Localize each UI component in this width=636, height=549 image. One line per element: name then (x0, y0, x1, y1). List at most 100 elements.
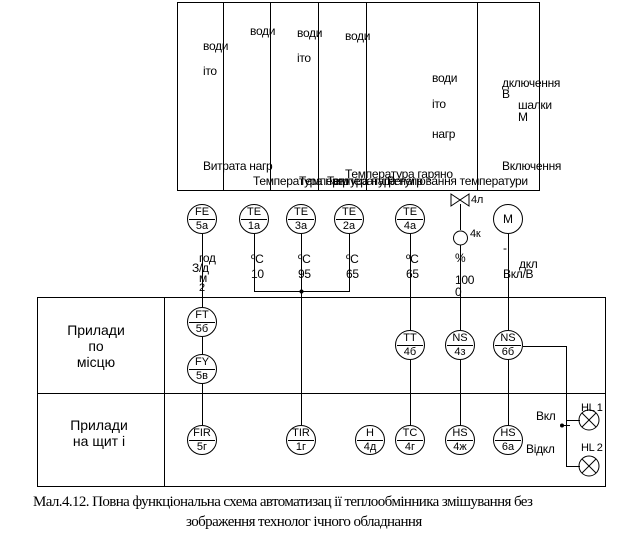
fe-5a-bubble: FE 5а (187, 204, 217, 234)
header-col1-text2: іто (203, 64, 217, 78)
hs-6a-pos: 6а (501, 441, 515, 453)
fir-5g-code: FIR (193, 427, 211, 439)
flow-unit-3: 2 (199, 282, 205, 294)
tc-4g-code: TC (402, 427, 418, 439)
tt-4b-pos: 4б (403, 346, 417, 358)
header-col6-text3: шалки (518, 98, 552, 112)
te-4a-code: TE (402, 206, 418, 218)
header-frame (177, 2, 540, 191)
header-col3-text2: іто (297, 51, 311, 65)
header-col6-text2: В (502, 87, 510, 101)
ns-4z-bubble: NS 4з (445, 330, 475, 360)
fe-5a-code: FE (194, 206, 210, 218)
header-col3-text1: води (297, 26, 323, 40)
tir-1g-pos: 1г (295, 441, 307, 453)
header-col5-text2: іто (432, 97, 446, 111)
h-4d-bubble: H 4д (355, 425, 385, 455)
flow-unit-2: м (199, 271, 207, 285)
valve-label: 4л (471, 194, 483, 206)
header-col1-text1: води (203, 39, 229, 53)
tt-4b-bubble: TT 4б (395, 330, 425, 360)
te-1a-bubble: TE 1а (239, 204, 269, 234)
header-col6-text4: М (518, 110, 528, 124)
t3-unit: ºC (298, 252, 311, 266)
fy-5v-pos: 5в (196, 370, 208, 382)
t2-value: 65 (346, 267, 359, 281)
h-4d-code: H (366, 427, 374, 439)
reg-min: 0 (455, 285, 462, 299)
ns-4z-pos: 4з (454, 346, 466, 358)
figure-caption-line1: Мал.4.12. Повна функціональна схема авто… (33, 494, 533, 510)
motor-dash: - (503, 241, 507, 255)
t3-value: 95 (298, 267, 311, 281)
fir-5g-pos: 5г (196, 441, 208, 453)
t1-unit: ºC (251, 252, 264, 266)
ns-6b-pos: 6б (501, 346, 515, 358)
lamp-hl2-icon (579, 456, 599, 476)
header-overlap-text: Температура гаряно (345, 167, 453, 181)
hs-6a-bubble: HS 6а (493, 425, 523, 455)
tc-4g-bubble: TC 4г (395, 425, 425, 455)
fy-5v-bubble: FY 5в (187, 354, 217, 384)
hs-4zh-bubble: HS 4ж (445, 425, 475, 455)
te-4a-bubble: TE 4а (395, 204, 425, 234)
te-3a-code: TE (293, 206, 309, 218)
reg-max: 100 (455, 273, 475, 287)
t4-unit: ºC (406, 252, 419, 266)
zone-field-label: Прилади по місцю (48, 322, 144, 370)
hs-6a-code: HS (500, 427, 516, 439)
t1-value: 10 (251, 267, 264, 281)
te-2a-bubble: TE 2а (334, 204, 364, 234)
control-valve-icon (450, 193, 470, 207)
tir-1g-code: TIR (292, 427, 310, 439)
fy-5v-code: FY (194, 356, 210, 368)
t4-value: 65 (406, 267, 419, 281)
motor-label: M (503, 212, 513, 226)
te-3a-pos: 3а (294, 220, 308, 232)
hs-4zh-code: HS (452, 427, 468, 439)
ns-6b-bubble: NS 6б (493, 330, 523, 360)
hs-4zh-pos: 4ж (453, 441, 467, 453)
motor-bubble: M (493, 204, 523, 234)
hl1-label: HL 1 (581, 402, 603, 414)
figure-caption-line2: зображення технолог ічного обладнання (186, 514, 422, 530)
te-3a-bubble: TE 3а (286, 204, 316, 234)
ns-6b-code: NS (500, 332, 516, 344)
header-col5-bottom: Регулювання температури (387, 174, 528, 188)
actuator-icon (453, 231, 468, 246)
tt-4b-code: TT (403, 332, 417, 344)
reg-unit: % (455, 251, 466, 265)
header-col4-text1: води (345, 29, 371, 43)
motor-off: дкл (519, 257, 538, 271)
fir-5g-bubble: FIR 5г (187, 425, 217, 455)
ft-5b-bubble: FT 5б (187, 307, 217, 337)
header-col5-text3: нагр (432, 127, 456, 141)
ft-5b-pos: 5б (195, 323, 209, 335)
header-col2-text1: води (250, 24, 276, 38)
header-col5-text1: води (432, 71, 458, 85)
header-col4-bottom: Температура нагр (327, 174, 423, 188)
lamp-hl1-icon (579, 410, 599, 430)
te-2a-pos: 2а (342, 220, 356, 232)
tc-4g-pos: 4г (404, 441, 416, 453)
t2-unit: ºC (346, 252, 359, 266)
header-col6-text1: дключення (502, 76, 561, 90)
hl2-label: HL 2 (581, 442, 603, 454)
tir-1g-bubble: TIR 1г (286, 425, 316, 455)
header-col6-bottom: Включення (502, 159, 562, 173)
lower-frame (37, 297, 606, 487)
zone-panel-text: Прилади на щит і (70, 417, 128, 449)
off-label: Відкл (526, 442, 555, 456)
on-label: Вкл (536, 409, 556, 423)
motor-on: Вкл/В (503, 267, 534, 281)
zone-panel-label: Прилади на щит і (48, 417, 150, 449)
h-4d-pos: 4д (363, 441, 377, 453)
fe-5a-pos: 5а (195, 220, 209, 232)
ns-4z-code: NS (452, 332, 468, 344)
te-1a-code: TE (246, 206, 262, 218)
ft-5b-code: FT (195, 309, 209, 321)
actuator-label: 4к (470, 228, 481, 240)
zone-field-text: Прилади по місцю (67, 322, 125, 370)
flow-unit-extra: год (199, 251, 216, 265)
